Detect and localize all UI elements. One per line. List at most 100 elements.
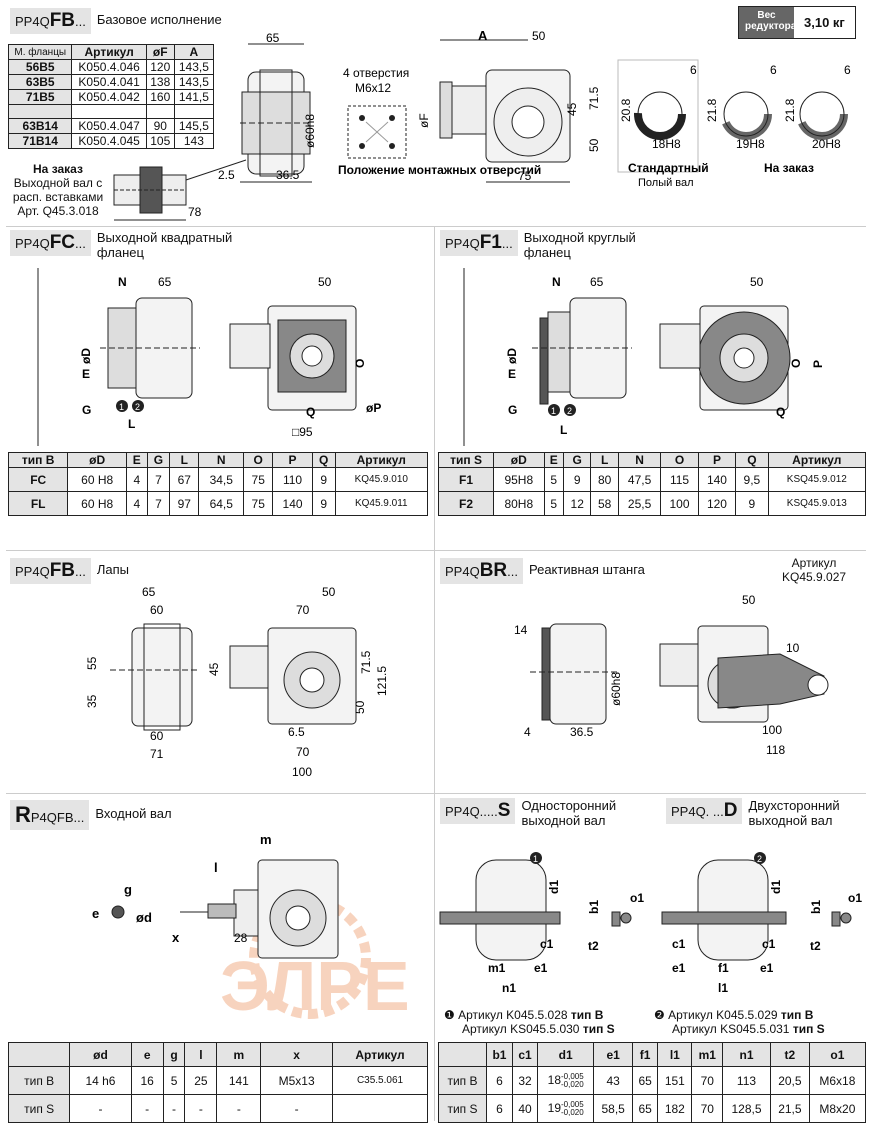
svg-text:d1: d1: [769, 880, 783, 894]
shaft-drawings: 1 d1 c1 m1 e1 n1 b1 o1 t2 2 d1 c1 c1 e1 …: [439, 852, 862, 995]
f1-side-drawing: N 65 øD E G L 1 2: [505, 275, 632, 437]
svg-text:øD: øD: [505, 348, 519, 364]
svg-text:o1: o1: [848, 891, 862, 905]
front-view-drawing: A 50 øF 45 71.5 50 75: [417, 30, 601, 183]
svg-text:l: l: [214, 860, 218, 875]
shaft-s-drawing: 1 d1 c1 m1 e1 n1 b1 o1 t2: [439, 852, 644, 995]
svg-text:n1: n1: [502, 981, 516, 995]
svg-text:ЭЛРЕ: ЭЛРЕ: [220, 947, 410, 1025]
svg-text:50: 50: [353, 700, 367, 714]
svg-text:o1: o1: [630, 891, 644, 905]
feet-drawings: 65 60 55 35 60 71 50 70 45 71.5 121.5 50…: [85, 585, 389, 779]
svg-text:Полый вал: Полый вал: [638, 177, 694, 189]
svg-text:G: G: [82, 403, 91, 417]
input-section-title: RP4QFB... Входной вал: [10, 800, 172, 830]
svg-text:b1: b1: [587, 900, 601, 914]
svg-text:1: 1: [119, 402, 124, 412]
br-side-drawing: 14 ø60h8 4 36.5: [514, 623, 623, 739]
svg-text:E: E: [508, 367, 516, 381]
svg-text:m: m: [260, 832, 272, 847]
th-f: øF: [145, 44, 175, 60]
svg-text:71.5: 71.5: [587, 86, 601, 110]
svg-text:118: 118: [766, 743, 785, 757]
svg-text:2: 2: [757, 854, 762, 864]
svg-text:Стандартный: Стандартный: [628, 161, 709, 175]
th-flange: М. фланцы: [7, 44, 73, 60]
table-row: тип S -- -- --: [7, 1094, 428, 1123]
fc-code: PP4QFC...: [10, 230, 91, 256]
svg-text:20H8: 20H8: [812, 137, 841, 151]
feet-section-title: PP4QFB... Лапы: [10, 558, 129, 584]
svg-text:100: 100: [292, 765, 312, 779]
svg-text:e: e: [92, 906, 99, 921]
svg-text:N: N: [118, 275, 127, 289]
svg-text:18H8: 18H8: [652, 137, 681, 151]
svg-text:50: 50: [318, 275, 332, 289]
svg-text:45: 45: [207, 662, 221, 676]
svg-text:100: 100: [762, 723, 782, 737]
svg-text:65: 65: [266, 31, 280, 45]
shaft-d-title: PP4Q. ...D Двухсторонний выходной вал: [666, 798, 858, 828]
svg-text:10: 10: [786, 641, 800, 655]
divider-low: [6, 793, 866, 794]
svg-text:60: 60: [150, 729, 164, 743]
fb-section-title: PP4QFB... Базовое исполнение: [10, 8, 222, 34]
svg-text:4: 4: [524, 725, 531, 739]
feet-front-drawing: 50 70 45 71.5 121.5 50 6.5 70 100: [207, 585, 389, 779]
svg-text:20.8: 20.8: [619, 98, 633, 122]
svg-text:6.5: 6.5: [288, 725, 305, 739]
divider-mid: [6, 550, 866, 551]
svg-text:e1: e1: [672, 961, 686, 975]
svg-text:50: 50: [750, 275, 764, 289]
svg-text:45: 45: [565, 102, 579, 116]
fb-title: Базовое исполнение: [96, 12, 222, 27]
svg-text:1: 1: [533, 854, 538, 864]
svg-text:ød: ød: [136, 910, 152, 925]
svg-text:55: 55: [85, 656, 99, 670]
svg-text:øF: øF: [417, 113, 431, 128]
svg-text:A: A: [478, 30, 488, 43]
mounting-holes-drawing: 4 отверстия M6x12 Положение монтажных от…: [338, 66, 541, 177]
svg-text:Q: Q: [776, 405, 785, 419]
svg-text:75: 75: [518, 169, 532, 183]
svg-text:c1: c1: [540, 937, 554, 951]
input-title: Входной вал: [95, 806, 172, 821]
divider-vertical: [434, 226, 435, 1121]
f1-front-drawing: 50 O P Q: [659, 275, 825, 419]
svg-text:M6x12: M6x12: [355, 81, 391, 95]
svg-text:65: 65: [590, 275, 604, 289]
f1-code: PP4QF1...: [440, 230, 518, 256]
fc-drawings: N 65 øD E G L 1 2 50 O Q øP □95: [37, 268, 381, 446]
svg-text:36.5: 36.5: [570, 725, 594, 739]
svg-text:28: 28: [234, 931, 248, 945]
svg-text:6: 6: [844, 63, 851, 77]
shaft-d-desc: Двухсторонний выходной вал: [748, 798, 840, 828]
fc-title: Выходной квадратный фланец: [96, 230, 233, 260]
mount-label: Положение монтажных отверстий: [338, 163, 541, 177]
shaft-s-title: PP4Q.....S Односторонний выходной вал: [440, 798, 631, 828]
svg-text:На заказ: На заказ: [764, 161, 814, 175]
svg-text:c1: c1: [672, 937, 686, 951]
f1-section-title: PP4QF1... Выходной круглый фланец: [440, 230, 654, 260]
svg-text:øP: øP: [366, 401, 381, 415]
svg-text:2: 2: [567, 406, 572, 416]
svg-text:g: g: [124, 882, 132, 897]
br-article: Артикул KQ45.9.027: [782, 556, 847, 584]
th-article: Артикул: [71, 44, 147, 60]
svg-text:2: 2: [135, 402, 140, 412]
svg-text:O: O: [353, 359, 367, 368]
svg-text:2.5: 2.5: [218, 168, 235, 182]
svg-text:L: L: [560, 423, 567, 437]
svg-text:Q: Q: [306, 405, 315, 419]
th-a: A: [173, 44, 215, 60]
